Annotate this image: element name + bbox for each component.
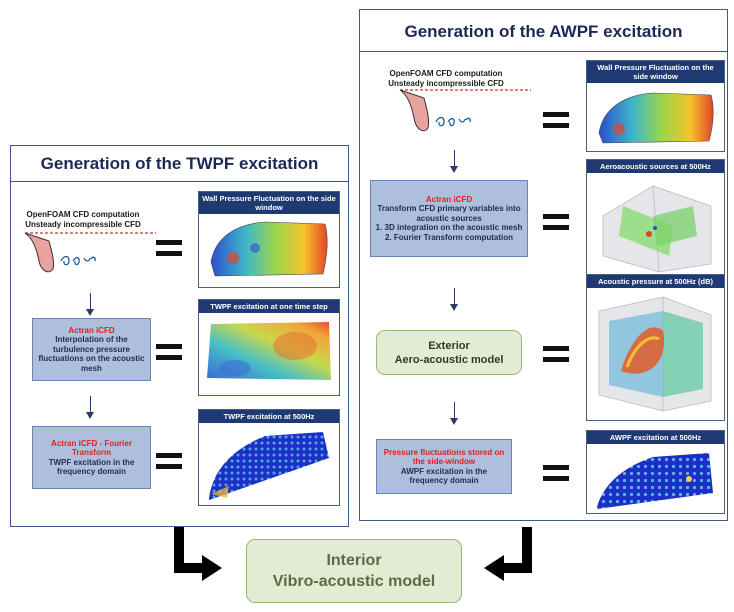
awpf-exterior-model-box: Exterior Aero-acoustic model — [376, 330, 522, 375]
awpf-img2-caption: Aeroacoustic sources at 500Hz — [587, 160, 724, 173]
awpf-box1-item2: 2. Fourier Transform computation — [384, 232, 513, 242]
awpf-equals-1-icon — [543, 112, 569, 128]
awpf-arrow-1 — [450, 150, 458, 173]
awpf-image-aeroacoustic-sources: Aeroacoustic sources at 500Hz — [586, 159, 725, 279]
twpf-equals-2-icon — [156, 344, 182, 360]
twpf-equals-3-icon — [156, 453, 182, 469]
awpf-arrow-3 — [450, 402, 458, 425]
twpf-box1-body: Interpolation of the turbulence pressure… — [38, 335, 145, 373]
twpf-panel: Generation of the TWPF excitation OpenFO… — [10, 145, 349, 527]
awpf-equals-4-icon — [543, 465, 569, 481]
twpf-image-time-step: TWPF excitation at one time step — [198, 299, 340, 396]
twpf-cfd-label: OpenFOAM CFD computation Unsteady incomp… — [17, 210, 149, 230]
twpf-image-500hz: TWPF excitation at 500Hz — [198, 409, 340, 506]
awpf-cfd-line2: Unsteady incompressible CFD — [388, 79, 504, 88]
twpf-cfd-line2: Unsteady incompressible CFD — [25, 220, 141, 229]
twpf-img1-plot — [210, 221, 328, 277]
left-elbow-arrow-icon — [174, 527, 222, 581]
twpf-title: Generation of the TWPF excitation — [40, 154, 319, 173]
twpf-img2-caption: TWPF excitation at one time step — [199, 300, 339, 313]
awpf-cfd-label: OpenFOAM CFD computation Unsteady incomp… — [380, 69, 512, 89]
awpf-title-divider — [360, 51, 727, 52]
twpf-arrow-1 — [86, 293, 94, 316]
awpf-image-500hz: AWPF excitation at 500Hz — [586, 430, 725, 514]
awpf-img3-plot — [598, 296, 712, 412]
awpf-car-sketch-icon — [399, 89, 531, 132]
awpf-equals-3-icon — [543, 346, 569, 362]
twpf-img2-plot — [207, 322, 331, 380]
twpf-box2-body: TWPF excitation in the frequency domain — [48, 457, 135, 477]
twpf-arrow-2 — [86, 396, 94, 419]
awpf-img1-plot — [598, 92, 714, 144]
awpf-img1-caption: Wall Pressure Fluctuation on the side wi… — [587, 61, 724, 83]
awpf-title: Generation of the AWPF excitation — [404, 22, 683, 41]
awpf-arrow-2 — [450, 288, 458, 311]
twpf-box1-title: Actran iCFD — [68, 325, 115, 335]
awpf-img4-plot — [597, 453, 713, 509]
awpf-box2-title: Pressure fluctuations stored on the side… — [383, 447, 505, 467]
interior-model-box: Interior Vibro-acoustic model — [246, 539, 462, 603]
twpf-cfd-line1: OpenFOAM CFD computation — [26, 210, 140, 219]
awpf-pressure-box: Pressure fluctuations stored on the side… — [376, 439, 512, 494]
awpf-img2-plot — [602, 185, 712, 273]
twpf-title-divider — [11, 181, 348, 182]
awpf-cfd-line1: OpenFOAM CFD computation — [389, 69, 503, 78]
twpf-box2-title: Actran iCFD - Fourier Transform — [51, 438, 132, 458]
twpf-icfd-box: Actran iCFD Interpolation of the turbule… — [32, 318, 151, 381]
awpf-panel: Generation of the AWPF excitation OpenFO… — [359, 9, 728, 521]
awpf-equals-2-icon — [543, 214, 569, 230]
awpf-image-acoustic-pressure: Acoustic pressure at 500Hz (dB) — [586, 274, 725, 421]
awpf-image-wall-pressure: Wall Pressure Fluctuation on the side wi… — [586, 60, 725, 152]
twpf-car-sketch-icon — [24, 232, 156, 273]
awpf-box1-title: Actran iCFD — [425, 194, 473, 204]
awpf-box1-item1: 1. 3D integration on the acoustic mesh — [375, 223, 523, 233]
awpf-img4-caption: AWPF excitation at 500Hz — [587, 431, 724, 444]
awpf-exterior-line2: Aero-acoustic model — [394, 353, 504, 366]
right-elbow-arrow-icon — [484, 527, 532, 581]
awpf-box2-body: AWPF excitation in the frequency domain — [400, 466, 488, 486]
awpf-box1-body: Transform CFD primary variables into aco… — [377, 204, 521, 223]
awpf-img3-caption: Acoustic pressure at 500Hz (dB) — [587, 275, 724, 288]
twpf-img3-plot — [209, 432, 329, 500]
twpf-img3-caption: TWPF excitation at 500Hz — [199, 410, 339, 423]
interior-line1: Interior — [326, 552, 382, 569]
interior-line2: Vibro-acoustic model — [272, 573, 436, 590]
awpf-exterior-line1: Exterior — [428, 339, 470, 352]
twpf-equals-1-icon — [156, 240, 182, 256]
twpf-image-wall-pressure: Wall Pressure Fluctuation on the side wi… — [198, 191, 340, 288]
awpf-icfd-box: Actran iCFD Transform CFD primary variab… — [370, 180, 528, 257]
twpf-fourier-box: Actran iCFD - Fourier Transform TWPF exc… — [32, 426, 151, 489]
twpf-img1-caption: Wall Pressure Fluctuation on the side wi… — [199, 192, 339, 214]
